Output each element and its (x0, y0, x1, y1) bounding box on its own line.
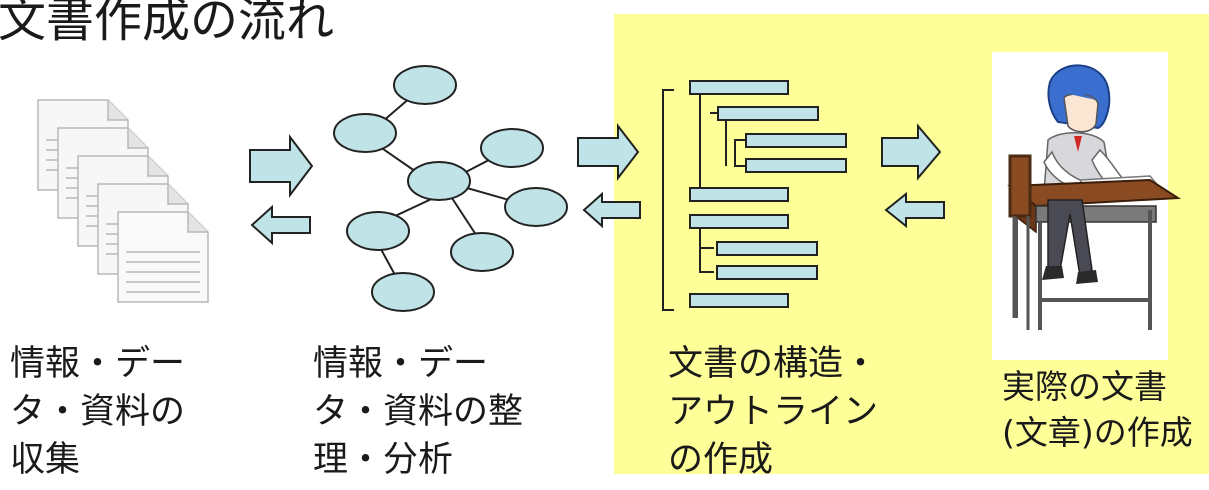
outline-bar (689, 293, 789, 308)
desk-legs (1014, 210, 1152, 330)
student-writing-icon (992, 52, 1182, 360)
mind-map-node (371, 272, 435, 312)
document-stack-icon (37, 99, 209, 303)
outline-bar (745, 133, 847, 148)
document-page-5 (117, 211, 209, 303)
outline-bar (689, 187, 789, 202)
mind-map-node (393, 65, 457, 105)
step-label-outline: 文書の構造・アウトラインの作成 (668, 344, 879, 480)
page-title: 文書作成の流れ (0, 0, 335, 48)
outline-bar (716, 241, 818, 256)
mind-map-node (407, 161, 471, 201)
outline-tree-icon (662, 80, 847, 311)
outline-bar (745, 158, 847, 173)
student-face (1063, 93, 1099, 133)
outline-bar (717, 106, 819, 121)
mind-map-node (346, 211, 410, 251)
outline-bar (689, 214, 789, 229)
arrow-left-3 (884, 191, 945, 229)
chair (1008, 154, 1032, 330)
mind-map-node (504, 187, 568, 227)
arrow-left-2 (582, 191, 641, 229)
step-label-organize: 情報・データ・資料の整理・分析 (313, 344, 524, 480)
arrow-right-1 (249, 134, 314, 198)
step-label-collect: 情報・データ・資料の収集 (10, 344, 186, 480)
arrow-left-1 (250, 204, 311, 246)
arrow-right-2 (577, 123, 640, 181)
step-label-writing: 実際の文書(文章)の作成 (1002, 367, 1193, 452)
mind-map-nodes (333, 65, 568, 312)
mind-map-icon (333, 65, 568, 312)
mind-map-node (450, 232, 514, 272)
outline-bar (716, 265, 818, 280)
arrow-right-3 (881, 123, 942, 181)
mind-map-node (333, 113, 397, 153)
mind-map-node (480, 128, 544, 168)
outline-bars (689, 80, 847, 308)
outline-bar (689, 80, 789, 95)
